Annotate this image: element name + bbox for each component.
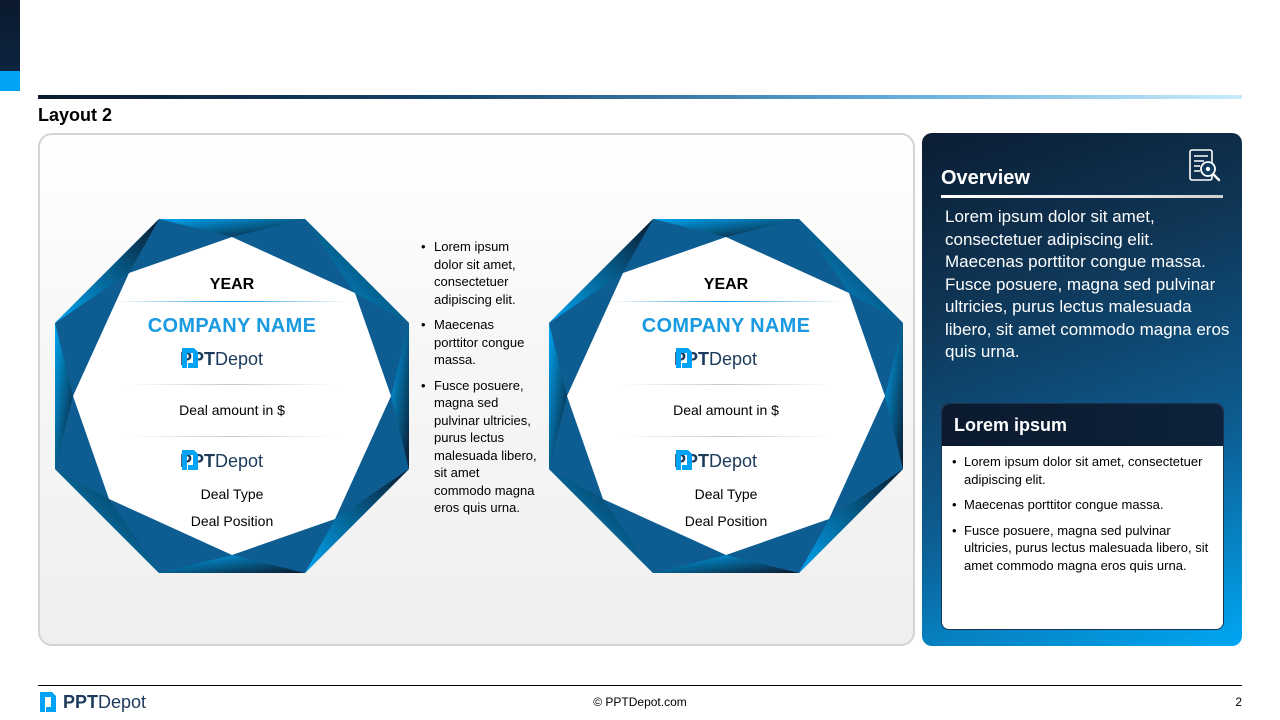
header-gradient-rule — [38, 95, 1242, 99]
logo-suffix: Depot — [215, 450, 264, 471]
deal-amount: Deal amount in $ — [673, 402, 779, 418]
list-item: Maecenas porttitor congue massa. — [420, 316, 540, 369]
brand-logo: PPTDepot — [180, 346, 300, 372]
octagon-frame-2 — [549, 219, 903, 573]
brand-logo: PPTDepot — [674, 448, 794, 474]
corner-accent-dark — [0, 0, 20, 71]
divider — [619, 384, 833, 385]
logo-mark-icon — [676, 450, 692, 470]
deal-position: Deal Position — [190, 513, 274, 529]
divider — [125, 436, 339, 437]
overview-panel: Overview Lorem ipsum dolor sit amet, con… — [922, 133, 1242, 646]
deal-type: Deal Type — [200, 486, 264, 502]
company-name: COMPANY NAME — [641, 315, 811, 337]
divider — [125, 384, 339, 385]
middle-bullet-list: Lorem ipsum dolor sit amet, consectetuer… — [420, 238, 540, 525]
deal-amount: Deal amount in $ — [179, 402, 285, 418]
logo-mark-icon — [182, 450, 198, 470]
document-search-icon — [1189, 149, 1221, 182]
year-label: YEAR — [703, 276, 749, 293]
logo-suffix: Depot — [709, 348, 758, 369]
company-name: COMPANY NAME — [147, 315, 317, 337]
brand-logo: PPTDepot — [180, 448, 300, 474]
lorem-ipsum-card: Lorem ipsum Lorem ipsum dolor sit amet, … — [941, 403, 1224, 630]
list-item: Lorem ipsum dolor sit amet, consectetuer… — [420, 238, 540, 308]
list-item: Fusce posuere, magna sed pulvinar ultric… — [420, 377, 540, 517]
page-number: 2 — [1235, 695, 1242, 709]
list-item: Fusce posuere, magna sed pulvinar ultric… — [950, 522, 1211, 575]
logo-suffix: Depot — [709, 450, 758, 471]
divider — [115, 301, 349, 302]
footer-copyright: © PPTDepot.com — [593, 695, 687, 709]
deal-position: Deal Position — [684, 513, 768, 529]
list-item: Lorem ipsum dolor sit amet, consectetuer… — [950, 453, 1211, 488]
octagon-frame-1 — [55, 219, 409, 573]
company-octagon-2: YEAR COMPANY NAME PPTDepot Deal amount i… — [549, 219, 903, 573]
company-octagon-1: YEAR COMPANY NAME PPTDepot Deal amount i… — [55, 219, 409, 573]
logo-mark-icon — [182, 348, 198, 368]
divider — [619, 436, 833, 437]
corner-accent-blue — [0, 71, 20, 91]
logo-suffix: Depot — [98, 691, 147, 712]
divider — [609, 301, 843, 302]
card-title: Lorem ipsum — [954, 414, 1068, 435]
logo-prefix: PPT — [63, 691, 99, 712]
overview-title: Overview — [941, 167, 1030, 189]
card-header: Lorem ipsum — [942, 404, 1223, 446]
overview-body: Lorem ipsum dolor sit amet, consectetuer… — [945, 207, 1230, 361]
card-bullet-list: Lorem ipsum dolor sit amet, consectetuer… — [942, 446, 1223, 574]
list-item: Maecenas porttitor congue massa. — [950, 496, 1211, 514]
logo-mark-icon — [676, 348, 692, 368]
slide-title: Layout 2 — [38, 105, 113, 125]
deal-type: Deal Type — [694, 486, 758, 502]
logo-mark-icon — [40, 692, 56, 712]
overview-divider — [941, 195, 1223, 198]
logo-suffix: Depot — [215, 348, 264, 369]
footer-logo: PPTDepot — [38, 688, 146, 716]
footer-rule — [38, 685, 1242, 686]
brand-logo: PPTDepot — [674, 346, 794, 372]
year-label: YEAR — [209, 276, 255, 293]
